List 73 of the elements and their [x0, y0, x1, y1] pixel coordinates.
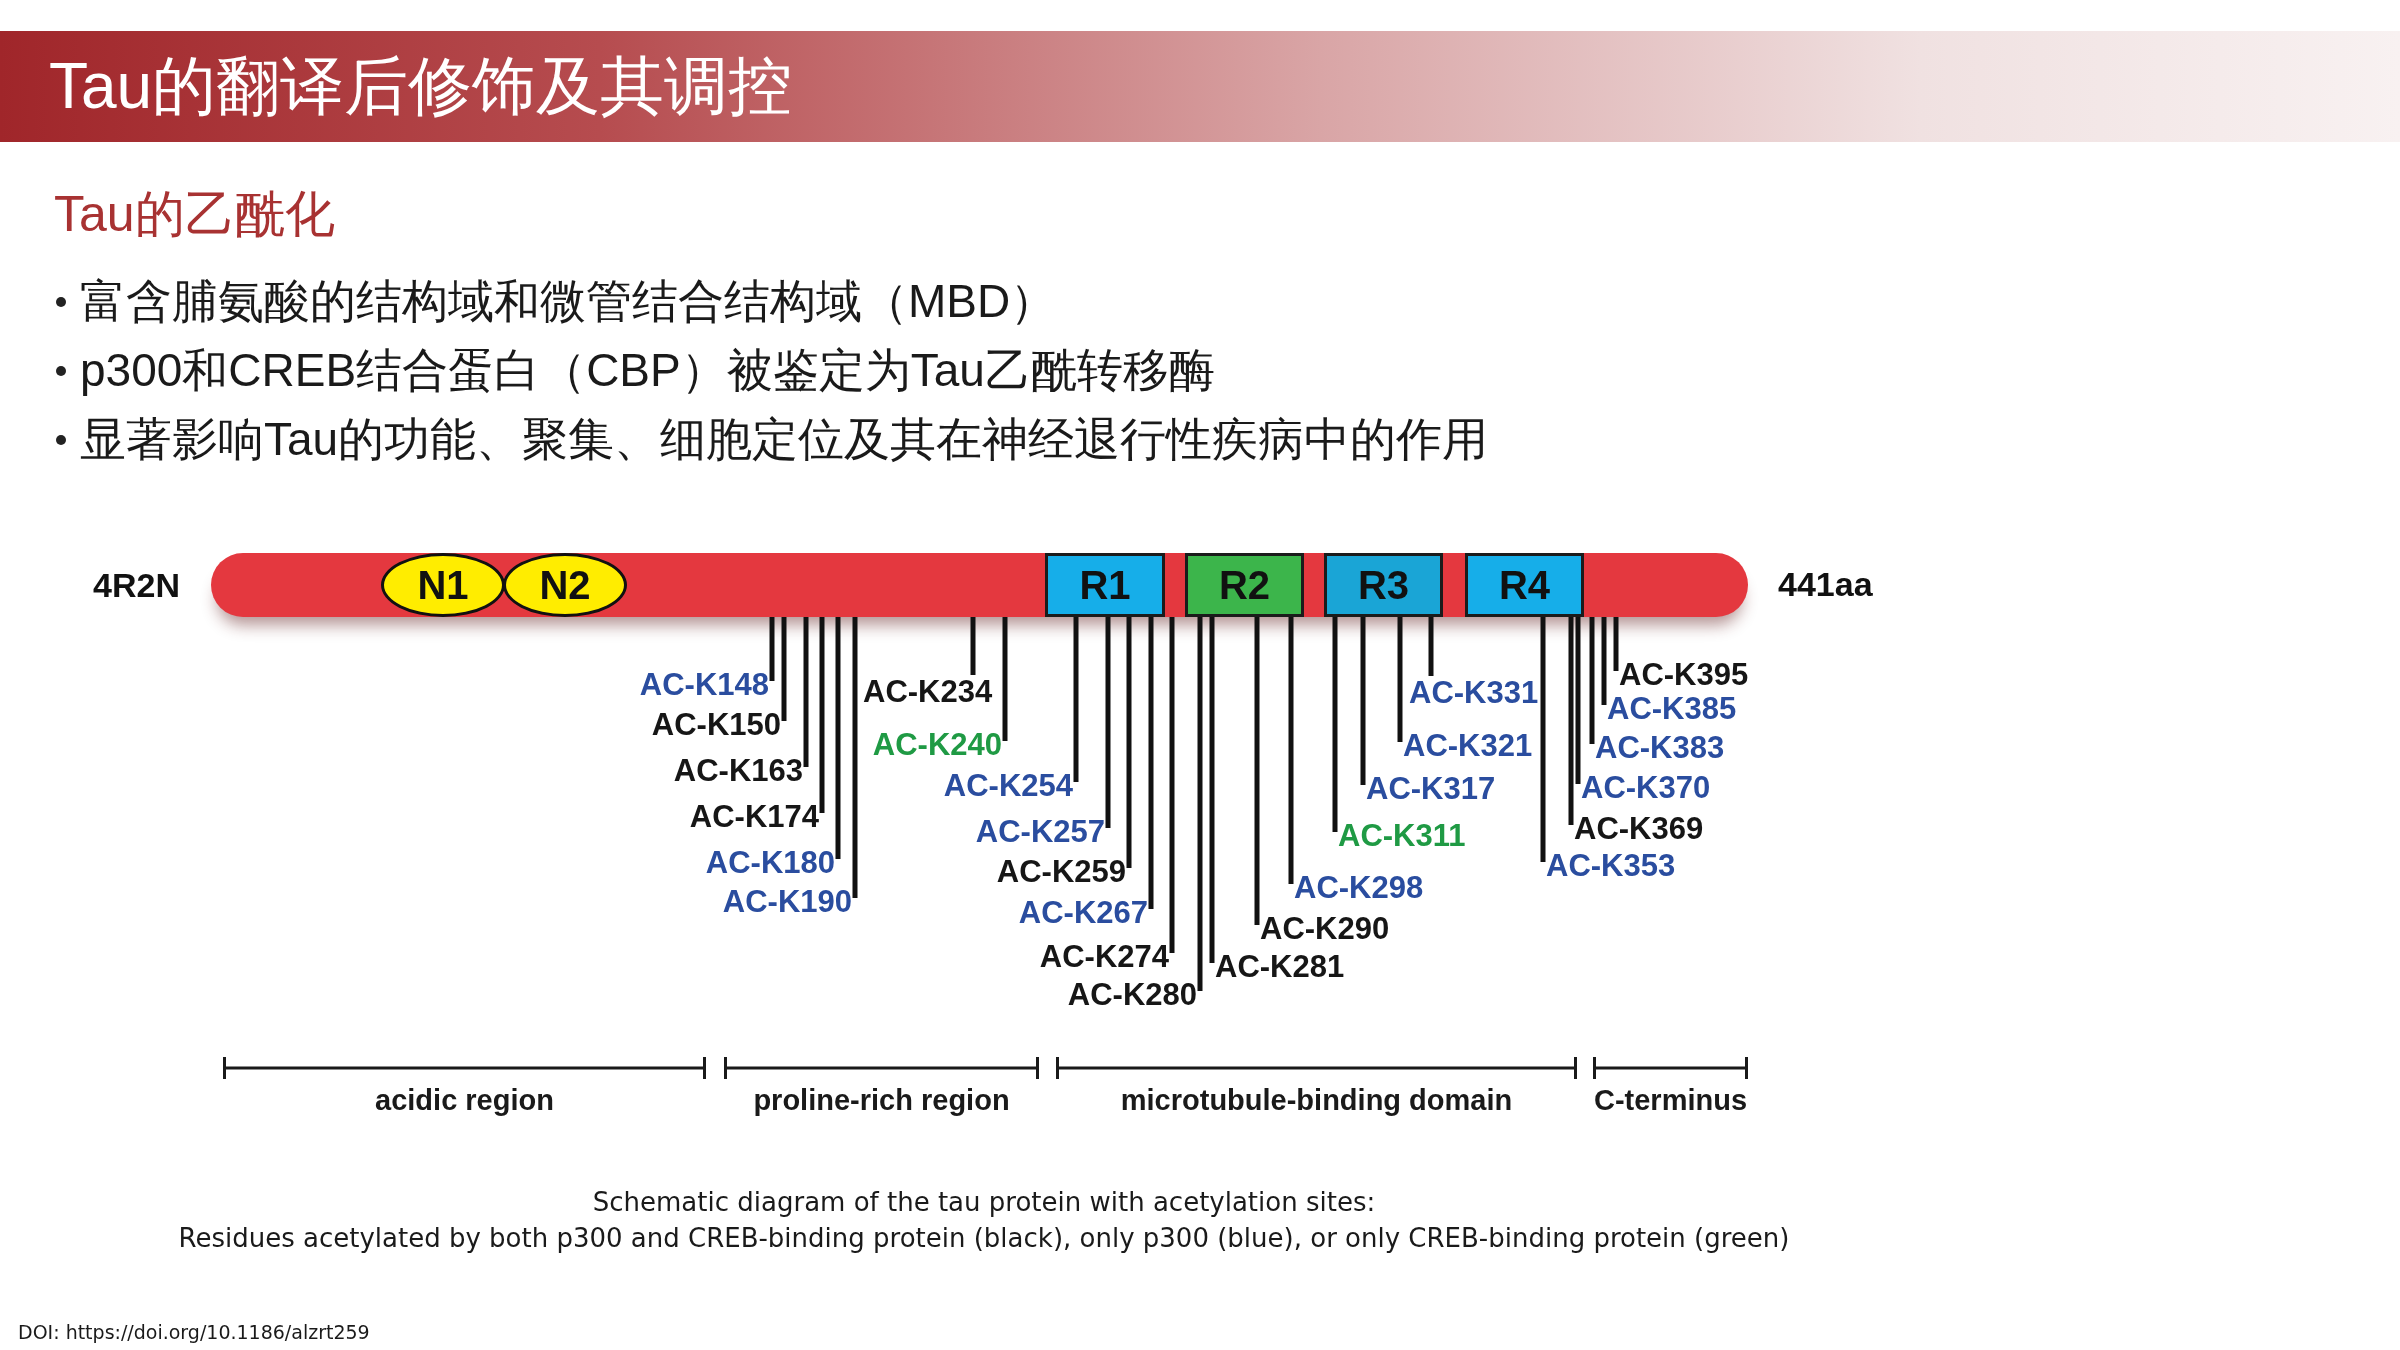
leader-line [1397, 617, 1403, 742]
site-label: AC-K274 [1039, 940, 1169, 974]
figure-caption: Schematic diagram of the tau protein with acetylation sites: Residues acetylated by both p300 and CREB-binding protein (black), only p300 (blue), or only CREB-binding protein (green) [178, 1186, 1790, 1255]
domain-label: microtubule-binding domain [1120, 1083, 1513, 1118]
repeat-box: R1 [1045, 553, 1165, 617]
leader-line [1568, 617, 1574, 825]
leader-line [1073, 617, 1079, 782]
site-label: AC-K331 [1409, 676, 1539, 710]
leader-line [769, 617, 775, 681]
length-label: 441aa [1778, 564, 1873, 604]
leader-line [1575, 617, 1581, 784]
leader-line [1254, 617, 1260, 925]
doi-reference: DOI: https://doi.org/10.1186/alzrt259 [18, 1320, 370, 1344]
leader-line [1169, 617, 1175, 953]
domain-label: proline-rich region [753, 1083, 1010, 1118]
leader-line [1601, 617, 1607, 705]
site-label: AC-K148 [639, 668, 769, 702]
site-label: AC-K163 [673, 754, 803, 788]
site-label: AC-K311 [1338, 819, 1466, 853]
bullet-text: 富含脯氨酸的结构域和微管结合结构域（MBD） [80, 274, 1057, 329]
site-label: AC-K321 [1403, 729, 1533, 763]
domain-oval: N2 [503, 553, 627, 617]
site-label: AC-K353 [1546, 849, 1676, 883]
leader-line [1105, 617, 1111, 828]
leader-line [1002, 617, 1008, 741]
site-label: AC-K234 [863, 675, 993, 709]
site-label: AC-K370 [1581, 771, 1711, 805]
leader-line [1428, 617, 1434, 676]
domain-label: acidic region [375, 1083, 554, 1118]
leader-line [835, 617, 841, 859]
repeat-box: R2 [1185, 553, 1304, 617]
site-label: AC-K240 [872, 728, 1002, 762]
repeat-box: R4 [1465, 553, 1584, 617]
site-label: AC-K383 [1595, 731, 1725, 765]
leader-line [1197, 617, 1203, 991]
leader-line [1148, 617, 1154, 909]
section-heading: Tau的乙酰化 [54, 185, 335, 244]
bullet-text: p300和CREB结合蛋白（CBP）被鉴定为Tau乙酰转移酶 [80, 343, 1215, 398]
leader-line [803, 617, 809, 767]
site-label: AC-K369 [1574, 812, 1704, 846]
site-label: AC-K395 [1619, 658, 1749, 692]
site-label: AC-K298 [1294, 871, 1424, 905]
site-label: AC-K280 [1067, 978, 1197, 1012]
bullet-text: 显著影响Tau的功能、聚集、细胞定位及其在神经退行性疾病中的作用 [80, 412, 1489, 467]
site-label: AC-K281 [1215, 950, 1345, 984]
site-label: AC-K190 [722, 885, 852, 919]
site-label: AC-K385 [1607, 692, 1737, 726]
leader-line [1613, 617, 1619, 671]
leader-line [1589, 617, 1595, 744]
leader-line [781, 617, 787, 721]
domain-oval: N1 [381, 553, 505, 617]
site-label: AC-K257 [975, 815, 1105, 849]
site-label: AC-K290 [1260, 912, 1390, 946]
site-label: AC-K254 [943, 769, 1073, 803]
isoform-label: 4R2N [93, 565, 180, 605]
site-label: AC-K180 [705, 846, 835, 880]
slide-title: Tau的翻译后修饰及其调控 [49, 49, 793, 124]
site-label: AC-K267 [1018, 896, 1148, 930]
leader-line [1126, 617, 1132, 868]
site-label: AC-K150 [651, 708, 781, 742]
site-label: AC-K317 [1366, 772, 1496, 806]
leader-line [1332, 617, 1338, 832]
leader-line [1209, 617, 1215, 963]
site-label: AC-K259 [996, 855, 1126, 889]
leader-line [819, 617, 825, 813]
leader-line [1288, 617, 1294, 884]
leader-line [852, 617, 858, 898]
leader-line [1540, 617, 1546, 862]
leader-line [970, 617, 976, 675]
domain-label: C-terminus [1593, 1083, 1748, 1118]
repeat-box: R3 [1324, 553, 1443, 617]
site-label: AC-K174 [689, 800, 819, 834]
leader-line [1360, 617, 1366, 785]
